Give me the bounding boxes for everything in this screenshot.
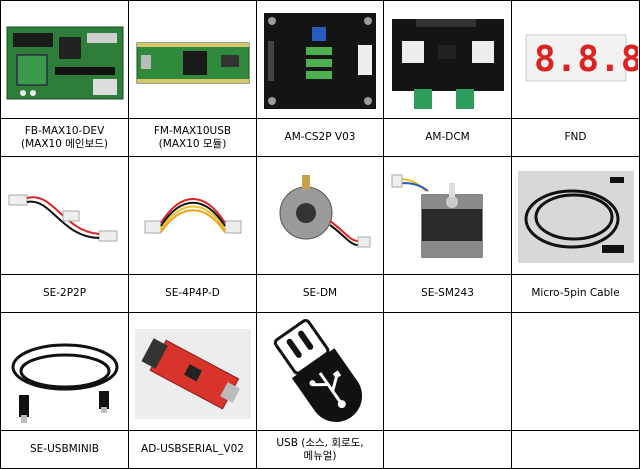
2pin-cable-photo: [8, 194, 117, 241]
cell-empty: [511, 312, 640, 431]
cell-image-se-sm243: [383, 156, 512, 275]
svg-text:8.8.8.8: 8.8.8.8: [534, 39, 638, 80]
label-cell: SE-4P4P-D: [128, 274, 257, 313]
label-cell: SE-USBMINIB: [0, 430, 129, 469]
product-label: AD-USBSERIAL_V02: [141, 443, 244, 455]
product-label: SE-DM: [302, 287, 338, 299]
product-label: Micro-5pin Cable: [531, 287, 620, 299]
micro-usb-cable-photo: [517, 170, 634, 263]
cell-image-ad-usbserial: [128, 312, 257, 431]
label-cell: SE-SM243: [383, 274, 512, 313]
cell-image-am-cs2p: [256, 0, 384, 119]
stepper-motor-photo: [391, 174, 482, 257]
cell-image-micro-5pin: [511, 156, 640, 275]
cell-image-fb-max10-dev: [0, 0, 129, 119]
dc-motor-board-photo: [391, 18, 504, 109]
label-cell: AM-CS2P V03: [256, 118, 384, 157]
product-label: FND: [564, 131, 587, 143]
label-cell: Micro-5pin Cable: [511, 274, 640, 313]
product-label: AM-CS2P V03: [284, 131, 356, 143]
usb-drive-icon: [273, 318, 363, 422]
cell-image-se-2p2p: [0, 156, 129, 275]
product-label: SE-SM243: [421, 287, 474, 299]
usb-serial-adapter-photo: [134, 328, 251, 419]
label-cell: SE-2P2P: [0, 274, 129, 313]
dc-motor-photo: [279, 174, 371, 247]
product-label: FM-MAX10USB (MAX10 모듈): [153, 124, 232, 150]
cell-empty: [383, 312, 512, 431]
4pin-cable-photo: [144, 197, 241, 233]
mini-usb-cable-photo: [11, 343, 118, 423]
cell-image-fnd: 8.8.8.8: [511, 0, 640, 119]
cell-image-se-usbminib: [0, 312, 129, 431]
product-label: SE-USBMINIB: [30, 443, 99, 455]
product-label: USB (소스, 회로도, 메뉴얼): [276, 436, 364, 462]
cell-image-usb: [256, 312, 384, 431]
label-cell: AD-USBSERIAL_V02: [128, 430, 257, 469]
label-cell: AM-DCM: [383, 118, 512, 157]
motor-driver-board-photo: [264, 12, 376, 109]
product-label: AM-DCM: [425, 131, 470, 143]
product-label: FB-MAX10-DEV (MAX10 메인보드): [21, 124, 108, 150]
label-cell: USB (소스, 회로도, 메뉴얼): [256, 430, 384, 469]
label-cell: FB-MAX10-DEV (MAX10 메인보드): [0, 118, 129, 157]
label-cell: [383, 430, 512, 469]
fpga-main-board-photo: [6, 26, 123, 99]
label-cell: FM-MAX10USB (MAX10 모듈): [128, 118, 257, 157]
label-cell: [511, 430, 640, 469]
cell-image-se-dm: [256, 156, 384, 275]
cell-image-fm-max10usb: [128, 0, 257, 119]
cell-image-am-dcm: [383, 0, 512, 119]
label-cell: SE-DM: [256, 274, 384, 313]
product-label: SE-2P2P: [42, 287, 87, 299]
product-label: SE-4P4P-D: [165, 287, 220, 299]
seven-segment-display-photo: 8.8.8.8: [525, 34, 638, 81]
label-cell: FND: [511, 118, 640, 157]
fpga-module-photo: [136, 42, 249, 83]
cell-image-se-4p4p-d: [128, 156, 257, 275]
